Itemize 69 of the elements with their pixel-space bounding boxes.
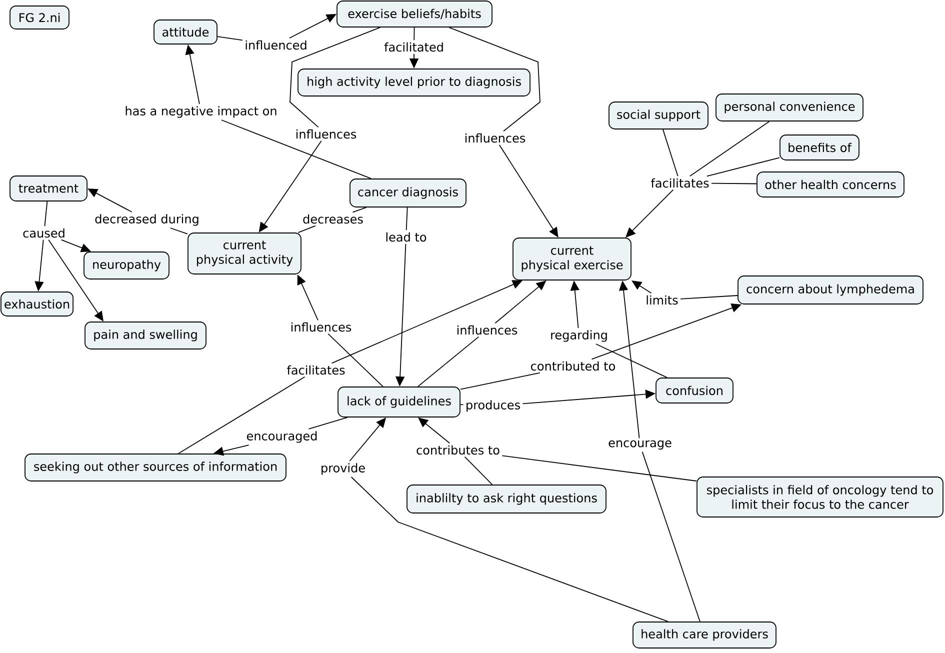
- concept-box: concern about lymphedema: [738, 276, 924, 304]
- concept-box: cancer diagnosis: [350, 178, 466, 208]
- connector-line: [460, 404, 464, 406]
- connector-line: [662, 129, 678, 177]
- linking-phrase: regarding: [551, 330, 607, 342]
- linking-phrase: facilitated: [384, 42, 443, 52]
- concept-box: personal convenience: [716, 94, 864, 122]
- linking-phrase: has a negative impact on: [126, 106, 276, 118]
- concept-box: seeking out other sources of information: [24, 454, 286, 482]
- connector-line: [414, 27, 415, 41]
- connector-line: [596, 344, 668, 378]
- linking-phrase: provide: [322, 463, 365, 475]
- connector-line: [689, 121, 770, 177]
- connector-line: [448, 27, 540, 132]
- linking-phrase: facilitates: [287, 365, 345, 375]
- concept-box: neuropathy: [84, 252, 170, 280]
- connector-line: [352, 207, 367, 213]
- linking-phrase: encourage: [608, 440, 672, 450]
- concept-box: FG 2.ni: [10, 6, 70, 30]
- connector-line: [170, 228, 188, 234]
- concept-box: benefits of: [780, 134, 860, 160]
- connector-line: [406, 207, 408, 231]
- linking-phrase: influences: [296, 129, 356, 139]
- connector-line: [350, 476, 669, 622]
- concept-box: specialists in field of oncology tend to limit their focus to the cancer: [696, 476, 944, 518]
- concept-box: high activity level prior to diagnosis: [298, 68, 530, 96]
- linking-phrase: influences: [465, 133, 526, 143]
- concept-box: inablilty to ask right questions: [406, 484, 606, 514]
- concept-box: current physical activity: [188, 232, 302, 274]
- linking-phrase: influences: [291, 322, 352, 332]
- linking-phrase: produces: [466, 400, 520, 412]
- linking-phrase: influences: [457, 325, 518, 335]
- connector-line: [502, 455, 697, 482]
- connector-line: [298, 225, 316, 233]
- linking-phrase: influenced: [246, 40, 306, 50]
- concept-box: pain and swelling: [84, 322, 206, 350]
- concept-box: lack of guidelines: [338, 386, 460, 418]
- concept-box: confusion: [656, 378, 734, 404]
- connector-line: [464, 456, 493, 485]
- connector-line: [217, 36, 243, 41]
- linking-phrase: encouraged: [246, 431, 317, 443]
- linking-phrase: contributed to: [531, 361, 615, 371]
- connector-line: [308, 417, 348, 430]
- connector-line: [460, 372, 540, 390]
- linking-phrase: facilitates: [651, 178, 709, 188]
- concept-box: exercise beliefs/habits: [336, 0, 492, 28]
- linking-phrase: lead to: [386, 232, 426, 242]
- linking-phrase: limits: [646, 295, 678, 305]
- concept-box: attitude: [154, 20, 218, 44]
- linking-phrase: contributes to: [416, 445, 500, 455]
- connector-line: [642, 451, 700, 622]
- concept-box: treatment: [10, 176, 88, 202]
- concept-box: other health concerns: [756, 172, 904, 198]
- connector-line: [221, 120, 372, 179]
- connector-line: [328, 333, 384, 387]
- connector-line: [706, 157, 780, 177]
- connector-line: [711, 182, 757, 184]
- connector-line: [290, 27, 381, 128]
- concept-box: exhaustion: [0, 292, 74, 316]
- concept-box: social support: [608, 102, 708, 130]
- concept-box: current physical exercise: [512, 238, 632, 280]
- linking-phrase: decreased during: [95, 214, 198, 226]
- connector-line: [417, 336, 480, 387]
- connector-line: [178, 376, 306, 454]
- connector-line: [680, 295, 738, 300]
- linking-phrase: caused: [23, 228, 64, 238]
- linking-phrase: decreases: [303, 214, 363, 224]
- connector-line: [44, 201, 48, 227]
- concept-box: health care providers: [632, 622, 776, 648]
